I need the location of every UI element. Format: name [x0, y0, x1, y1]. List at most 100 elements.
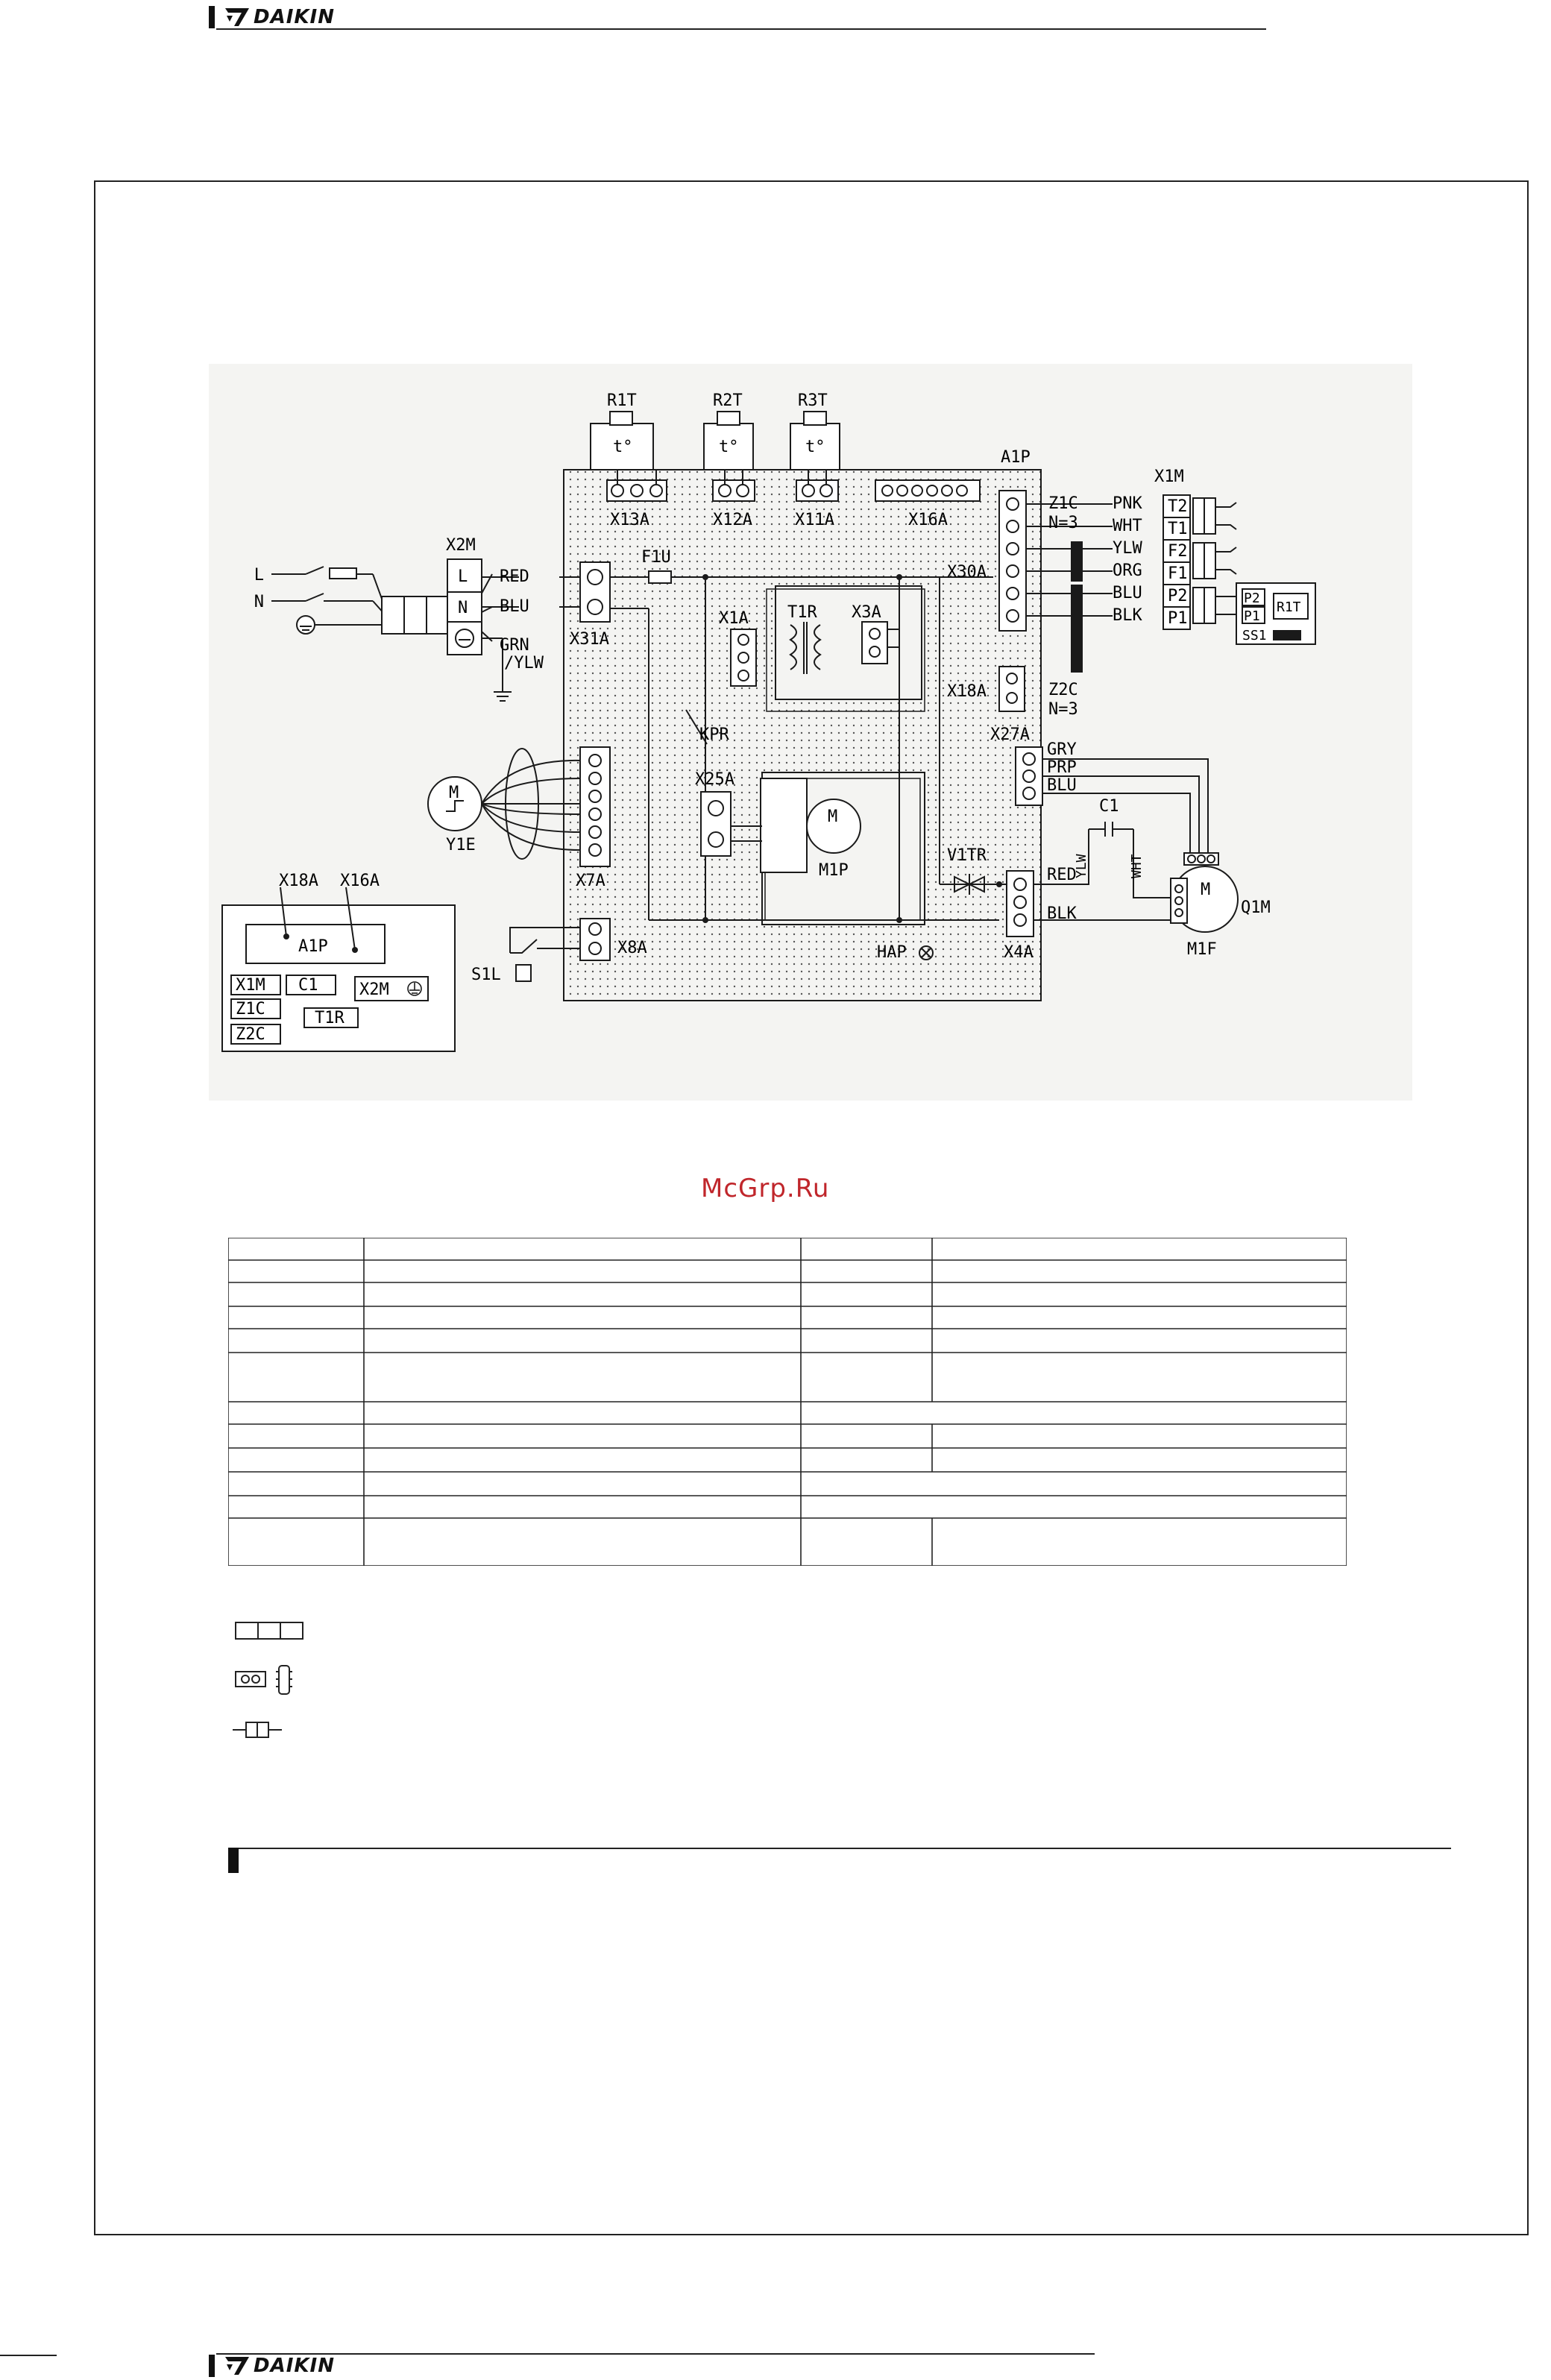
- remote-r1t: R1T: [1277, 599, 1301, 615]
- footer-rule: [216, 2353, 1095, 2355]
- thermal-protector-q1m-label: Q1M: [1241, 898, 1271, 917]
- wire-ylw-c1: YLW: [1074, 854, 1089, 878]
- loc-c1: C1: [298, 976, 318, 995]
- fan-motor-m1f: [1170, 852, 1239, 933]
- loc-x18a: X18A: [279, 872, 318, 890]
- wire-blu-x30a: BLU: [1113, 584, 1142, 602]
- component-location-box: [221, 887, 456, 1052]
- daikin-logo-icon: [225, 2357, 249, 2375]
- footer-left-rule: [0, 2355, 57, 2356]
- connector-x16a-label: X16A: [908, 511, 948, 529]
- connector-x30a-label: X30A: [947, 563, 987, 582]
- remote-p2: P2: [1244, 591, 1260, 606]
- loc-z1c: Z1C: [236, 1000, 265, 1019]
- sensor-r1t-label: R1T: [607, 391, 637, 410]
- wire-gry: GRY: [1047, 740, 1077, 759]
- remote-ss1: SS1: [1242, 628, 1267, 643]
- float-switch-s1l-label: S1L: [471, 966, 501, 984]
- ferrite-z2c-n: N=3: [1048, 700, 1078, 719]
- header-brand: DAIKIN: [254, 6, 335, 28]
- connector-x31a-label: X31A: [570, 630, 609, 649]
- connector-x31a: [579, 561, 611, 623]
- wire-prp: PRP: [1047, 758, 1077, 777]
- sensor-r3t: R3T t°: [790, 391, 840, 470]
- loc-x16a: X16A: [340, 872, 380, 890]
- legend-symbols: [233, 1622, 303, 1738]
- connector-x11a-label: X11A: [795, 511, 834, 529]
- relay-connector-icon: [233, 1722, 282, 1738]
- x2m-n: N: [458, 599, 468, 617]
- wire-org: ORG: [1113, 561, 1142, 580]
- connector-icon: [235, 1665, 292, 1695]
- connector-x18a-label: X18A: [947, 682, 987, 701]
- relay-kpr-label: KPR: [699, 725, 729, 744]
- wire-blk-x30a: BLK: [1113, 606, 1142, 625]
- header-rule: [216, 28, 1266, 30]
- footer-logo: DAIKIN: [209, 2355, 335, 2377]
- terminal-x1m: [1163, 494, 1191, 630]
- wire-grn-label: GRN: [500, 636, 529, 655]
- loc-a1p: A1P: [298, 937, 328, 956]
- terminal-t1: T1: [1168, 520, 1188, 538]
- sensor-r1t: R1T t°: [590, 391, 654, 470]
- transformer-t1r-label: T1R: [787, 603, 817, 622]
- pump-motor-m1p-symbol: M: [828, 808, 837, 826]
- x2m-label: X2M: [446, 536, 476, 555]
- fan-motor-symbol: M: [1201, 881, 1210, 899]
- terminal-x2m: [447, 558, 482, 655]
- fuse-f1u: F1U: [641, 548, 672, 584]
- wire-red-input: RED: [500, 567, 529, 586]
- pump-motor-m1p-label: M1P: [819, 861, 849, 880]
- remote-p1: P1: [1244, 608, 1260, 624]
- wire-wht-c1: WHT: [1129, 854, 1145, 878]
- wire-wht: WHT: [1113, 517, 1142, 535]
- terminal-f1: F1: [1168, 564, 1188, 583]
- wire-blu-input: BLU: [500, 597, 529, 616]
- wire-ylw: YLW: [1113, 539, 1142, 558]
- terminal-strip-icon: [235, 1622, 303, 1640]
- remote-controller: [1236, 582, 1316, 645]
- terminal-p1: P1: [1168, 609, 1188, 628]
- section-rule: [239, 1848, 1451, 1849]
- terminal-p2: P2: [1168, 587, 1188, 605]
- header-logo-bar: [209, 6, 215, 28]
- loc-t1r: T1R: [315, 1009, 345, 1027]
- connector-x12a-label: X12A: [713, 511, 752, 529]
- ferrite-z1c: [1071, 541, 1083, 582]
- terminal-x1m-label: X1M: [1154, 468, 1184, 486]
- board-label: A1P: [1001, 448, 1031, 467]
- loc-z2c: Z2C: [236, 1025, 265, 1044]
- wire-pnk: PNK: [1113, 494, 1142, 513]
- sensor-r2t: R2T t°: [703, 391, 754, 470]
- triac-v1tr: [954, 874, 985, 895]
- sensor-r2t-symbol: t°: [719, 438, 739, 456]
- connector-x4a-label: X4A: [1004, 943, 1034, 962]
- connector-x1a-label: X1A: [719, 609, 749, 628]
- connector-x13a-label: X13A: [610, 511, 649, 529]
- connector-x30a: [998, 490, 1027, 632]
- loc-x2m: X2M: [359, 980, 389, 999]
- float-switch-icon: [515, 964, 532, 982]
- wire-ylw-label: /YLW: [504, 654, 544, 673]
- connector-x8a-label: X8A: [617, 939, 647, 957]
- loc-x1m: X1M: [236, 976, 265, 995]
- loc-ground-icon: [407, 981, 422, 996]
- ferrite-z1c-label: Z1C: [1048, 494, 1078, 513]
- swing-motor-y1e-label: Y1E: [446, 836, 476, 854]
- wiring-diagram: A1P R1T t° R2T t° R3: [209, 364, 1412, 1101]
- connector-x27a-label: X27A: [990, 725, 1030, 744]
- board-wiring: [610, 576, 1025, 921]
- connector-x3a-label: X3A: [852, 603, 881, 622]
- sensor-r3t-symbol: t°: [805, 438, 825, 456]
- pcb-board: [563, 469, 1042, 1001]
- header-logo: DAIKIN: [209, 6, 335, 28]
- terminal-f2: F2: [1168, 542, 1188, 561]
- swing-motor-symbol: M: [449, 784, 459, 802]
- connector-x25a-label: X25A: [695, 770, 734, 789]
- wire-blu-x27a: BLU: [1047, 776, 1077, 795]
- x2m-l: L: [458, 567, 468, 586]
- footer-logo-bar: [209, 2355, 215, 2377]
- led-hap-label: HAP: [877, 943, 907, 962]
- terminal-t2: T2: [1168, 497, 1188, 516]
- watermark-text: McGrp.Ru: [701, 1174, 830, 1203]
